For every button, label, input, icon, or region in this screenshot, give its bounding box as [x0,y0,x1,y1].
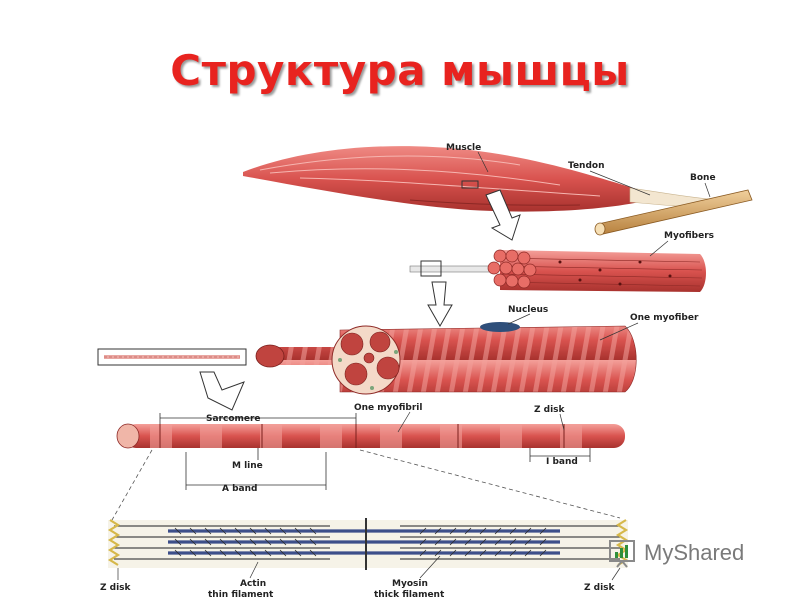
leader-one-myofibril [397,411,411,433]
label-one-myofiber: One myofiber [630,313,699,323]
leader-z-disk [559,413,565,431]
zoom-line-right [359,449,621,519]
leader-muscle [477,151,489,173]
muscle-detail-box [461,180,479,189]
label-muscle: Muscle [446,143,481,153]
label-tendon: Tendon [568,161,605,171]
label-m-line: M line [232,461,263,471]
zoom-line-left [111,449,153,521]
label-thick-filament: thick filament [374,590,445,600]
nucleus [480,322,520,332]
watermark-text: MyShared [644,540,745,565]
label-i-band: I band [546,457,578,467]
label-thin-filament: thin filament [208,590,274,600]
leader-one-myofiber [599,322,639,341]
bone [594,189,753,236]
leader-bone [704,182,711,198]
label-myosin: Myosin [392,579,428,589]
leader-tendon [589,170,651,196]
leader-actin [249,561,259,579]
leader-myofibers [649,240,669,257]
label-one-myofibril: One myofibril [354,403,422,413]
zoom-arrow-2 [427,281,453,328]
leader-myosin [419,555,441,579]
label-bone: Bone [690,173,716,183]
z-disk-left-shape [107,519,121,566]
label-actin: Actin [240,579,266,589]
myofibril [116,423,625,449]
watermark: MyShared [608,536,744,570]
label-z-disk-left: Z disk [100,583,132,593]
label-z-disk: Z disk [534,405,566,415]
leader-z-disk-right [611,567,621,581]
one-myofiber [97,322,637,395]
presentation-logo-icon [609,540,635,568]
label-z-disk-right: Z disk [584,583,616,593]
zoom-arrow-3 [199,371,245,411]
sarcomere-filaments [107,518,629,570]
zoom-arrow-1 [485,189,521,241]
label-sarcomere: Sarcomere [206,414,261,424]
page-title: Структура мышцы [170,46,630,95]
whole-muscle [243,146,640,212]
myofiber-bundle [409,249,706,292]
label-myofibers: Myofibers [664,231,714,241]
label-nucleus: Nucleus [508,305,548,315]
label-a-band: A band [222,484,257,494]
leader-nucleus [507,313,531,325]
